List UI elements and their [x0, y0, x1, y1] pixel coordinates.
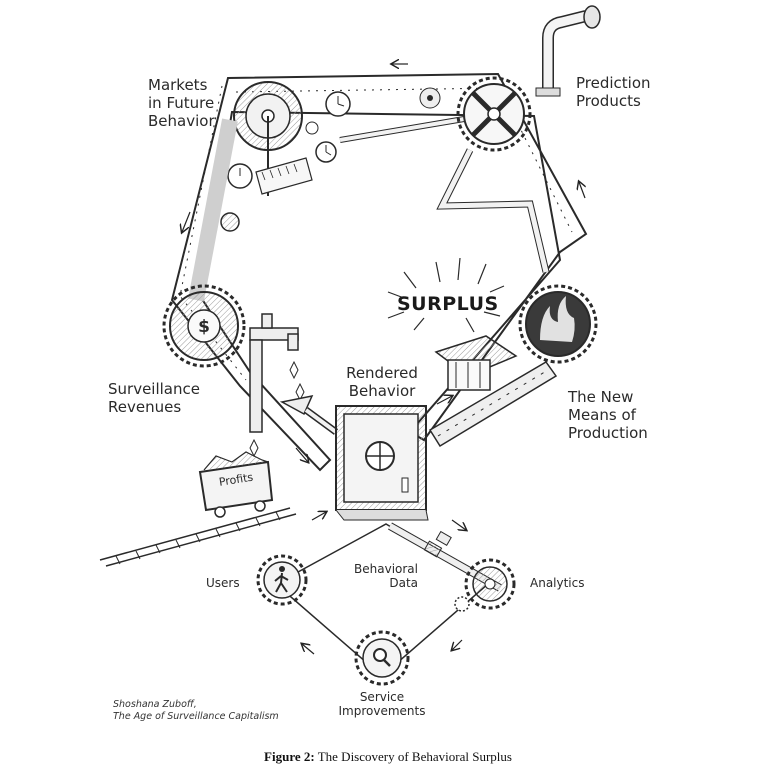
caption-text: The Discovery of Behavioral Surplus — [314, 749, 512, 764]
surplus-burst — [387, 257, 505, 333]
funnel — [279, 394, 339, 435]
clock-icon — [315, 141, 337, 163]
clock-icon — [325, 91, 351, 117]
prediction-products-label: Prediction Products — [576, 74, 651, 110]
ruler-scale — [255, 157, 313, 195]
tap-icon — [249, 313, 305, 458]
users-label: Users — [206, 576, 240, 590]
credit-book: The Age of Surveillance Capitalism — [113, 711, 279, 723]
revenue-gear: $ — [162, 284, 246, 368]
mine-cart-icon — [198, 451, 274, 518]
data-carts — [423, 530, 452, 558]
walking-person-icon — [274, 566, 289, 593]
credit-author: Shoshana Zuboff, — [113, 699, 197, 710]
markets-gear — [233, 81, 303, 196]
author-credit: Shoshana Zuboff, The Age of Surveillance… — [113, 699, 279, 724]
extraction-machine — [434, 335, 518, 391]
magnifier-icon — [373, 648, 391, 667]
prediction-gear — [456, 76, 532, 152]
rendered-behavior-label: Rendered Behavior — [346, 364, 418, 400]
figure-caption: Figure 2: The Discovery of Behavioral Su… — [0, 749, 776, 765]
means-of-production-label: The New Means of Production — [568, 388, 648, 442]
analytics-label: Analytics — [530, 576, 585, 590]
dollar-icon: $ — [198, 317, 210, 337]
flow-arrows — [182, 64, 585, 655]
behavioral-data-label: Behavioral Data — [354, 562, 418, 591]
fire-wheel — [518, 284, 598, 364]
markets-label: Markets in Future Behavior — [148, 76, 215, 130]
service-improvements-label: Service Improvements — [338, 690, 426, 719]
safe-icon — [335, 405, 429, 521]
surveillance-revenues-label: Surveillance Revenues — [108, 380, 200, 416]
caption-prefix: Figure 2: — [264, 749, 315, 764]
clock-icon — [227, 163, 253, 189]
users-gear — [256, 554, 308, 606]
production-belt — [428, 361, 558, 448]
profit-rails — [99, 507, 297, 567]
fire-icon — [540, 296, 575, 342]
analytics-gear — [454, 558, 516, 612]
prediction-pipe — [535, 5, 601, 97]
gear-icon — [454, 596, 470, 612]
linkage-rod — [188, 115, 550, 302]
service-gear — [354, 630, 410, 686]
gear-icon — [220, 87, 441, 232]
periscope-opening-icon — [583, 5, 601, 29]
surplus-label: SURPLUS — [397, 293, 499, 315]
